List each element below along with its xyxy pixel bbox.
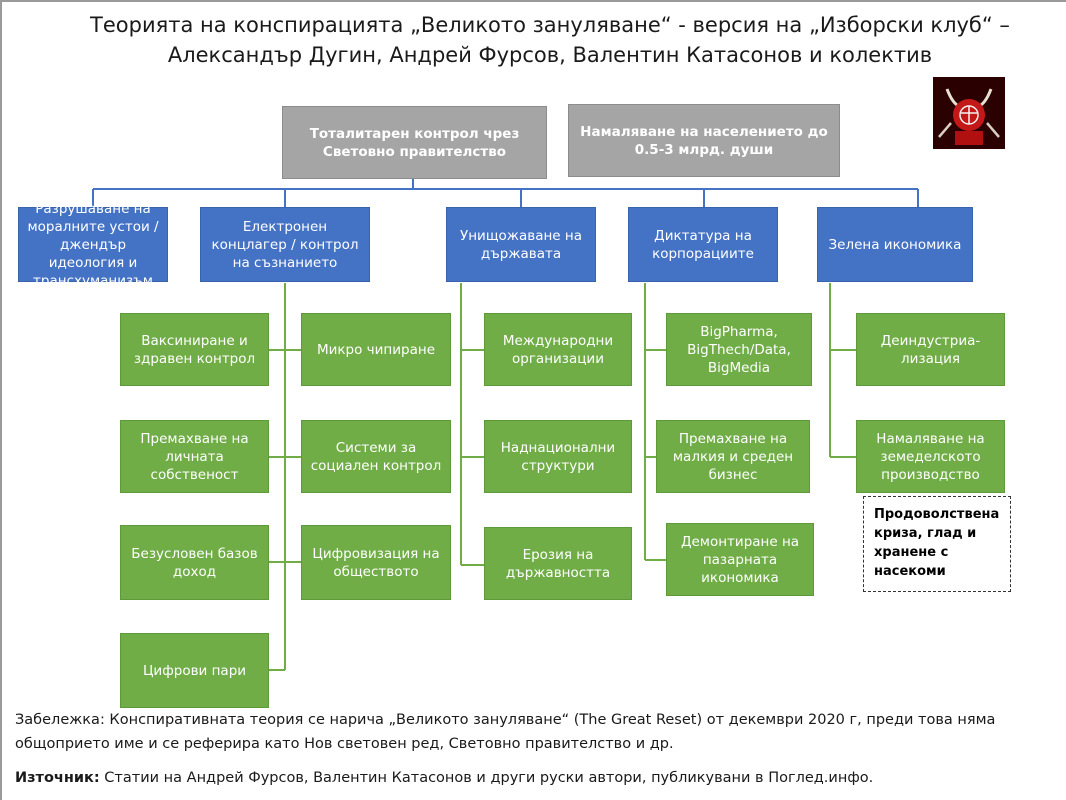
top-box-totalitarian-control: Тоталитарен контрол чрез Световно правит… [282, 106, 547, 179]
category-corporate-dictatorship: Диктатура на корпорациите [628, 207, 778, 282]
category-green-economy: Зелена икономика [817, 207, 973, 282]
item-big-corporations: BigPharma, BigThech/Data, BigMedia [666, 313, 812, 386]
baphomet-emblem-icon [933, 77, 1005, 149]
item-digitalization: Цифровизация на обществото [301, 525, 451, 600]
item-vaccination: Ваксиниране и здравен контрол [120, 313, 269, 386]
footer-source: Източник: Статии на Андрей Фурсов, Вален… [15, 766, 1025, 790]
item-private-property: Премахване на личната собственост [120, 420, 269, 493]
category-moral-destruction: Разрушаване на моралните устои /джендър … [18, 201, 168, 289]
category-state-destruction: Унищожаване на държавата [446, 207, 596, 282]
frame-top-border [0, 0, 1066, 2]
source-label: Източник: [15, 770, 100, 786]
item-deindustrialization: Деиндустриа-лизация [856, 313, 1005, 386]
item-international-organizations: Международни организации [484, 313, 632, 386]
item-agriculture-reduction: Намаляване на земеделското производство [856, 420, 1005, 493]
page-title: Теорията на конспирацията „Великото зану… [70, 10, 1030, 70]
item-social-control-systems: Системи за социален контрол [301, 420, 451, 493]
item-digital-money: Цифрови пари [120, 633, 269, 708]
item-small-business-removal: Премахване на малкия и среден бизнес [656, 420, 810, 493]
item-microchipping: Микро чипиране [301, 313, 451, 386]
item-statehood-erosion: Ерозия на държавността [484, 527, 632, 600]
source-text: Статии на Андрей Фурсов, Валентин Катасо… [99, 770, 874, 786]
category-electronic-camp: Електронен концлагер / контрол на съзнан… [200, 207, 370, 282]
top-box-population-reduction: Намаляване на населението до 0.5-3 млрд.… [568, 104, 840, 177]
title-line-1: Теорията на конспирацията „Великото зану… [90, 13, 1010, 37]
frame-left-border [0, 0, 2, 800]
footer-note: Забележка: Конспиративната теория се нар… [15, 712, 996, 752]
food-crisis-callout: Продоволствена криза, глад и хранене с н… [863, 496, 1011, 592]
title-line-2: Александър Дугин, Андрей Фурсов, Валенти… [167, 43, 933, 67]
item-market-dismantling: Демонтиране на пазарната икономика [666, 523, 814, 596]
item-basic-income: Безусловен базов доход [120, 525, 269, 600]
item-supranational-structures: Наднационални структури [484, 420, 632, 493]
